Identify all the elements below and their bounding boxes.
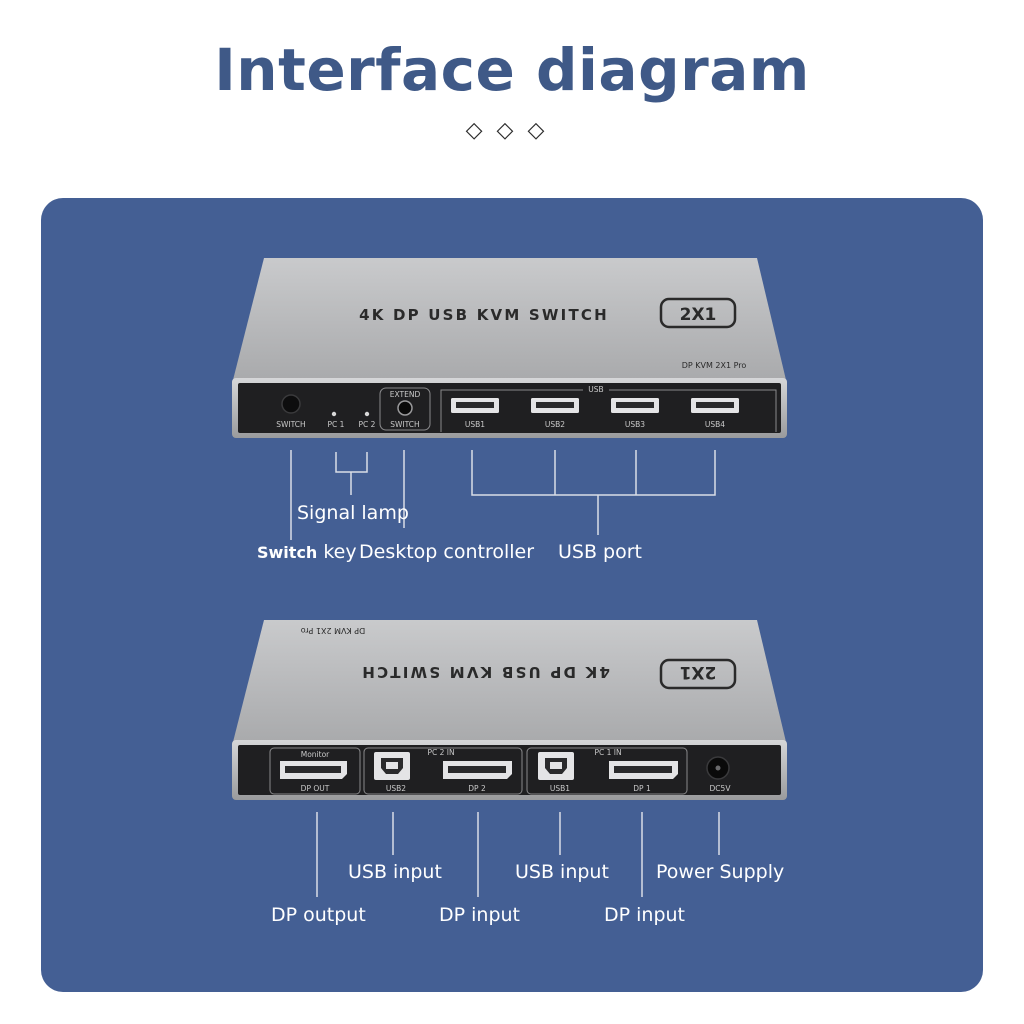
usb-input-callout-2: USB input [515, 861, 609, 883]
extend-switch-label: SWITCH [390, 420, 419, 429]
rear-model-label: DP KVM 2X1 Pro [301, 626, 366, 635]
diamond-ornament: ◇◇◇ [465, 118, 559, 143]
device-name-plate: 4K DP USB KVM SWITCH [359, 306, 609, 324]
pc1-in-frame [526, 747, 688, 795]
pc2-in-label: PC 2 IN [427, 748, 454, 757]
dp1-label: DP 1 [633, 784, 651, 793]
dp1-port-icon[interactable] [609, 761, 678, 779]
switch-key-callout-bold: Switch [257, 543, 318, 562]
switch-button-label: SWITCH [276, 420, 305, 429]
usb1-b-label: USB1 [550, 784, 570, 793]
usb2-port-icon[interactable] [531, 398, 579, 413]
model-label: DP KVM 2X1 Pro [682, 361, 747, 370]
usb3-port-icon[interactable] [611, 398, 659, 413]
pc1-in-label: PC 1 IN [594, 748, 621, 757]
dp-out-port-icon[interactable] [280, 761, 347, 779]
dp-output-callout: DP output [271, 904, 366, 926]
usb2-label: USB2 [545, 420, 565, 429]
pc1-label: PC 1 [328, 420, 345, 429]
usb-port-callout: USB port [558, 541, 642, 563]
usb3-label: USB3 [625, 420, 645, 429]
extend-jack-icon[interactable] [397, 400, 413, 416]
pc1-led-icon [331, 411, 337, 417]
dp-input-callout-2: DP input [604, 904, 686, 926]
pc2-led-icon [364, 411, 370, 417]
desktop-controller-callout: Desktop controller [359, 541, 535, 563]
rear-badge-frame [659, 658, 737, 690]
dp2-port-icon[interactable] [443, 761, 512, 779]
badge-2x1: 2X1 [680, 305, 717, 325]
kvm-switch-front: 4K DP USB KVM SWITCH 2X1 DP KVM 2X1 Pro … [232, 258, 787, 438]
signal-lamp-callout: Signal lamp [297, 502, 409, 524]
device-top-surface [233, 258, 786, 380]
switch-button-icon[interactable] [281, 394, 301, 414]
dp-input-callout-1: DP input [439, 904, 521, 926]
page-title: Interface diagram [214, 36, 810, 104]
usb-group-frame [440, 389, 777, 432]
usb1-b-port-icon[interactable] [538, 752, 574, 780]
device-front-face [238, 383, 781, 433]
monitor-label: Monitor [301, 750, 330, 759]
usb1-label: USB1 [465, 420, 485, 429]
dc5v-label: DC5V [710, 784, 732, 793]
usb2-b-label: USB2 [386, 784, 406, 793]
pc2-label: PC 2 [359, 420, 376, 429]
kvm-switch-rear: 4K DP USB KVM SWITCH 2X1 DP KVM 2X1 Pro … [232, 620, 787, 800]
dc-power-pin-icon [715, 765, 721, 771]
dp-out-label: DP OUT [301, 784, 330, 793]
badge-frame [659, 297, 737, 329]
usb4-label: USB4 [705, 420, 725, 429]
extend-label: EXTEND [390, 390, 421, 399]
dp-out-frame [269, 747, 361, 795]
usb4-port-icon[interactable] [691, 398, 739, 413]
power-supply-callout: Power Supply [656, 861, 785, 883]
usb-input-callout-1: USB input [348, 861, 442, 883]
top-callout-lines [290, 450, 716, 540]
usb1-port-icon[interactable] [451, 398, 499, 413]
switch-key-callout-rest: key [317, 541, 357, 563]
rear-name-plate: 4K DP USB KVM SWITCH [360, 663, 610, 681]
bottom-callout-lines [316, 812, 720, 897]
pc2-in-frame [363, 747, 523, 795]
usb2-b-port-icon[interactable] [374, 752, 410, 780]
switch-key-callout: Switch key [257, 541, 357, 563]
rear-badge-2x1: 2X1 [680, 662, 717, 682]
dp2-label: DP 2 [468, 784, 486, 793]
extend-jack-frame [379, 387, 431, 431]
usb-group-label: USB [588, 385, 603, 394]
rear-device-top-surface [233, 620, 786, 742]
